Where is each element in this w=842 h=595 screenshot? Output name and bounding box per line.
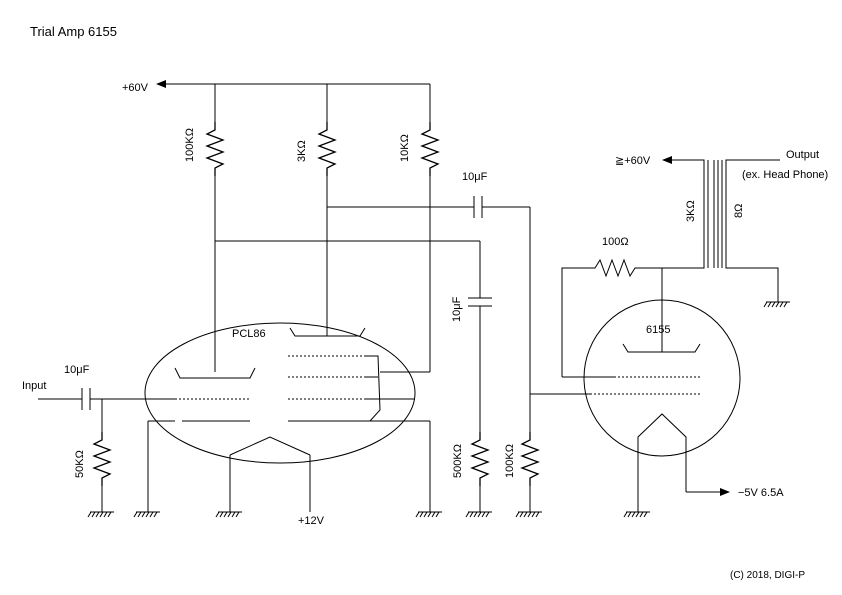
supply-bus-60v: +60V <box>122 80 430 94</box>
input-cap-label: 10μF <box>64 364 90 376</box>
output-note: (ex. Head Phone) <box>742 169 828 181</box>
output-transformer: ≧+60V 3KΩ 8Ω Output (ex. Head Phone) <box>615 149 828 308</box>
output-label: Output <box>786 149 819 161</box>
capacitor-mid-10uf: 10μF <box>451 241 492 432</box>
resistor-500k: 500KΩ <box>452 431 493 518</box>
resistor-10k-plate: 10KΩ <box>380 84 439 373</box>
trans-sec-label: 8Ω <box>733 204 745 218</box>
trans-pri-label: 3KΩ <box>685 200 697 222</box>
r-10k-label: 10KΩ <box>399 134 411 162</box>
copyright: (C) 2018, DIGI-P <box>730 570 805 581</box>
cap-top-label: 10μF <box>462 171 488 183</box>
cap-mid-label: 10μF <box>451 296 463 322</box>
supply-60v-label: +60V <box>122 82 149 94</box>
trans-supply-label: ≧+60V <box>615 155 651 167</box>
tube-pcl86-label: PCL86 <box>232 328 266 340</box>
resistor-100k-grid: 100KΩ <box>504 431 543 518</box>
schematic-title: Trial Amp 6155 <box>30 24 117 39</box>
r-500k-label: 500KΩ <box>452 444 464 478</box>
tube-6155: 6155 <box>562 299 741 457</box>
capacitor-top-10uf: 10μF <box>327 171 531 432</box>
resistor-100-ohm: 100Ω <box>561 236 662 377</box>
r-100-label: 100Ω <box>602 236 629 248</box>
input-label: Input <box>22 380 46 392</box>
resistor-3k-plate: 3KΩ <box>296 84 336 336</box>
r-100k-grid-label: 100KΩ <box>504 444 516 478</box>
heater-12v-label: +12V <box>298 515 325 527</box>
tube-6155-label: 6155 <box>646 324 670 336</box>
grid-res-label: 50KΩ <box>74 450 86 478</box>
r-3k-label: 3KΩ <box>296 140 308 162</box>
tube-pcl86: PCL86 <box>144 322 416 464</box>
r-100k-label: 100KΩ <box>184 128 196 162</box>
input-network: Input 10μF 50KΩ <box>22 364 175 518</box>
resistor-100k-plate: 100KΩ <box>184 84 224 372</box>
heater-neg-label: −5V 6.5A <box>738 487 784 499</box>
